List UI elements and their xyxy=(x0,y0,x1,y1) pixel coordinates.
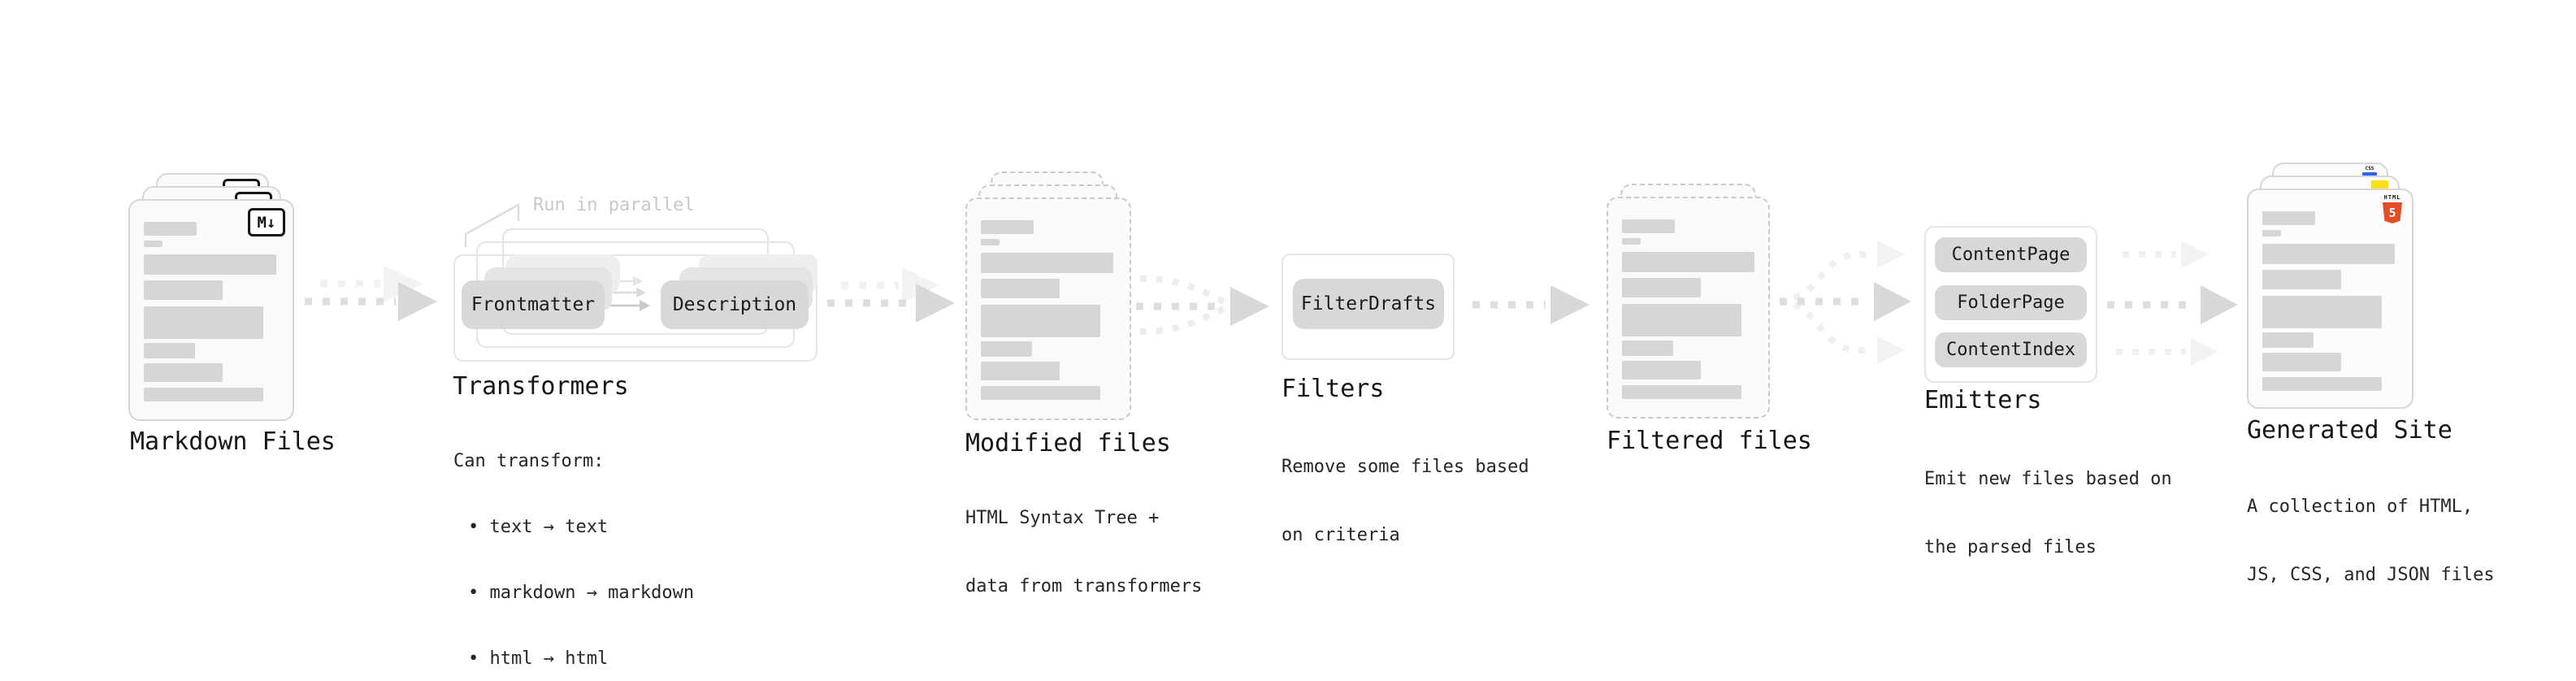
arrow-emitters-to-generated xyxy=(2107,241,2238,366)
stage-title-transformers: Transformers xyxy=(453,372,629,401)
text-line-placeholder xyxy=(981,239,1000,245)
text-line-placeholder xyxy=(981,253,1113,273)
modified-file-card-front xyxy=(965,197,1131,420)
filters-desc-line: on criteria xyxy=(1281,525,1400,545)
run-in-parallel-label: Run in parallel xyxy=(533,195,695,215)
text-line-placeholder xyxy=(981,279,1060,298)
transformers-bullet: • text → text xyxy=(468,517,609,537)
arrow-markdown-to-transformers xyxy=(305,266,437,321)
text-line-placeholder xyxy=(2262,244,2395,264)
document-text-placeholder xyxy=(2262,211,2395,391)
transformer-frame-front xyxy=(453,254,817,362)
document-text-placeholder xyxy=(981,220,1113,400)
css-icon-label: CSS xyxy=(2365,166,2374,171)
stage-title-modified-files: Modified files xyxy=(965,429,1171,458)
text-line-placeholder xyxy=(2262,296,2382,328)
arrow-transformers-to-modified xyxy=(827,267,955,323)
text-line-placeholder xyxy=(144,363,223,382)
text-line-placeholder xyxy=(144,306,263,339)
modified-desc-line: data from transformers xyxy=(965,576,1203,596)
filtered-file-card-front xyxy=(1607,197,1770,419)
contentindex-pill: ContentIndex xyxy=(1935,332,2087,367)
text-line-placeholder xyxy=(981,305,1100,337)
text-line-placeholder xyxy=(2262,230,2281,236)
arrow-modified-to-filters-merge xyxy=(1136,275,1269,335)
filters-description: Remove some files based on criteria xyxy=(1281,410,1529,592)
text-line-placeholder xyxy=(2262,270,2341,289)
text-line-placeholder xyxy=(981,386,1100,400)
stage-title-filtered-files: Filtered files xyxy=(1607,427,1812,455)
modified-files-description: HTML Syntax Tree + data from transformer… xyxy=(965,462,1202,644)
text-line-placeholder xyxy=(1622,278,1701,297)
transformers-bullet: • html → html xyxy=(468,648,609,669)
emitters-desc-line: Emit new files based on xyxy=(1924,469,2172,489)
text-line-placeholder xyxy=(144,343,195,358)
generated-html-file-card: HTML 5 xyxy=(2247,189,2413,409)
text-line-placeholder xyxy=(2262,353,2341,371)
markdown-file-icon: M↓ xyxy=(248,208,285,236)
emitters-desc-line: the parsed files xyxy=(1924,537,2097,557)
arrow-filtered-to-emitters-diverge xyxy=(1780,241,1911,364)
transformers-desc-heading: Can transform: xyxy=(453,451,605,471)
text-line-placeholder xyxy=(1622,238,1641,245)
html5-icon-shield: 5 xyxy=(2383,202,2402,223)
text-line-placeholder xyxy=(144,241,163,247)
text-line-placeholder xyxy=(2262,332,2314,348)
text-line-placeholder xyxy=(1622,361,1701,380)
text-line-placeholder xyxy=(1622,252,1754,272)
generated-desc-line: JS, CSS, and JSON files xyxy=(2247,565,2495,585)
filters-desc-line: Remove some files based xyxy=(1281,457,1529,477)
generated-desc-line: A collection of HTML, xyxy=(2247,497,2474,517)
modified-desc-line: HTML Syntax Tree + xyxy=(965,508,1160,528)
document-text-placeholder xyxy=(1622,219,1754,399)
emitters-description: Emit new files based on the parsed files xyxy=(1924,423,2172,605)
text-line-placeholder xyxy=(144,254,276,275)
text-line-placeholder xyxy=(2262,377,2382,391)
markdown-file-card-front: M↓ xyxy=(128,199,294,421)
css-file-icon: CSS xyxy=(2362,167,2377,176)
text-line-placeholder xyxy=(1622,385,1741,399)
transformers-bullet: • markdown → markdown xyxy=(468,583,695,603)
text-line-placeholder xyxy=(1622,340,1673,356)
text-line-placeholder xyxy=(981,341,1032,357)
text-line-placeholder xyxy=(144,388,263,401)
text-line-placeholder xyxy=(1622,304,1741,336)
html5-icon-label: HTML xyxy=(2383,194,2401,201)
text-line-placeholder xyxy=(1622,219,1675,233)
stage-title-filters: Filters xyxy=(1281,375,1385,403)
css-icon-underline xyxy=(2362,172,2377,176)
text-line-placeholder xyxy=(144,280,223,300)
document-text-placeholder xyxy=(144,222,276,401)
text-line-placeholder xyxy=(981,220,1034,234)
stage-title-generated-site: Generated Site xyxy=(2247,416,2452,445)
frontmatter-pill: Frontmatter xyxy=(462,280,605,329)
stage-title-emitters: Emitters xyxy=(1924,386,2042,414)
text-line-placeholder xyxy=(144,222,197,236)
description-pill: Description xyxy=(661,280,809,329)
generated-site-description: A collection of HTML, JS, CSS, and JSON … xyxy=(2247,450,2495,632)
folderpage-pill: FolderPage xyxy=(1935,285,2087,320)
filterdrafts-pill: FilterDrafts xyxy=(1293,279,1444,329)
arrow-filters-to-filtered xyxy=(1472,285,1589,324)
text-line-placeholder xyxy=(981,362,1060,380)
text-line-placeholder xyxy=(2262,211,2315,225)
html5-file-icon: HTML 5 xyxy=(2381,194,2404,223)
contentpage-pill: ContentPage xyxy=(1935,237,2087,272)
stage-title-markdown-files: Markdown Files xyxy=(130,427,336,456)
transformers-description: Can transform: • text → text • markdown … xyxy=(453,406,694,681)
